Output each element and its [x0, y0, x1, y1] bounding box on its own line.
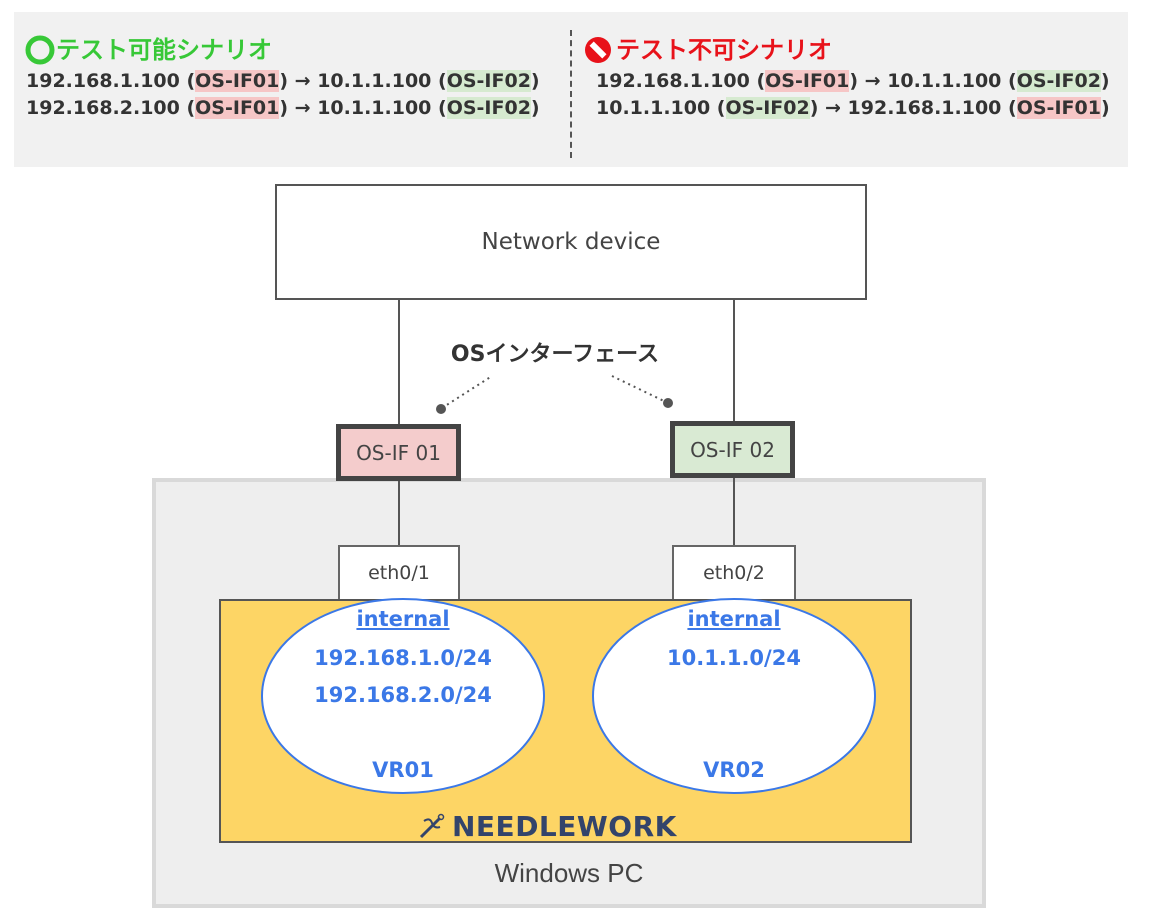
impossible-scenario-title: テスト不可シナリオ [582, 34, 832, 66]
scenario-text: 192.168.1.100 ( [26, 70, 196, 92]
scenario-text: ) [530, 70, 540, 92]
os-if-01-box: OS-IF 01 [336, 424, 461, 481]
possible-scenario-rows: 192.168.1.100 (OS-IF01) → 10.1.1.100 (OS… [26, 68, 540, 122]
vr01-name: VR01 [372, 758, 434, 782]
scenario-text: ) [530, 97, 540, 119]
vr01-internal-link[interactable]: internal [356, 607, 450, 631]
possible-scenario-row: 192.168.2.100 (OS-IF01) → 10.1.1.100 (OS… [26, 95, 540, 122]
os-if-02-label: OS-IF 02 [690, 437, 775, 462]
scenario-text: 192.168.2.100 ( [26, 97, 196, 119]
eth0-2-port: eth0/2 [672, 545, 796, 601]
needlework-logo: NEEDLEWORK [418, 810, 718, 843]
interface-tag: OS-IF02 [1016, 70, 1101, 92]
vr01-ellipse [261, 598, 545, 794]
scenario-text: ) [1100, 70, 1110, 92]
pointer-dot-osif01 [436, 404, 446, 414]
windows-pc-label: Windows PC [494, 858, 644, 888]
os-interface-label: OSインターフェース [450, 342, 660, 367]
possible-scenario-row: 192.168.1.100 (OS-IF01) → 10.1.1.100 (OS… [26, 68, 540, 95]
scenario-text: 192.168.1.100 ( [596, 70, 766, 92]
os-if-02-box: OS-IF 02 [670, 421, 795, 478]
pointer-dot-osif02 [663, 398, 673, 408]
eth0-1-label: eth0/1 [368, 562, 430, 584]
interface-tag: OS-IF01 [195, 70, 280, 92]
os-if-01-label: OS-IF 01 [356, 440, 441, 465]
vr02-internal-link[interactable]: internal [687, 607, 781, 631]
impossible-scenario-row: 10.1.1.100 (OS-IF02) → 192.168.1.100 (OS… [596, 95, 1110, 122]
possible-scenario-title-text: テスト可能シナリオ [56, 36, 272, 64]
interface-tag: OS-IF02 [446, 70, 531, 92]
interface-tag: OS-IF02 [446, 97, 531, 119]
scenario-text: ) → 10.1.1.100 ( [279, 97, 447, 119]
pointer-osif01 [441, 375, 493, 409]
interface-tag: OS-IF01 [1016, 97, 1101, 119]
needlework-label: NEEDLEWORK [452, 810, 677, 843]
eth0-1-port: eth0/1 [338, 545, 460, 601]
vr02-ellipse [592, 598, 876, 794]
scenario-text: ) → 10.1.1.100 ( [849, 70, 1017, 92]
vr02-name: VR02 [703, 758, 765, 782]
impossible-scenario-rows: 192.168.1.100 (OS-IF01) → 10.1.1.100 (OS… [596, 68, 1110, 122]
possible-scenario-title: テスト可能シナリオ [24, 34, 272, 66]
impossible-scenario-title-text: テスト不可シナリオ [616, 36, 832, 64]
interface-tag: OS-IF01 [765, 70, 850, 92]
eth0-2-label: eth0/2 [703, 562, 765, 584]
scenario-text: 10.1.1.100 ( [596, 97, 726, 119]
needle-icon [419, 813, 445, 838]
impossible-scenario-row: 192.168.1.100 (OS-IF01) → 10.1.1.100 (OS… [596, 68, 1110, 95]
scenario-divider [570, 30, 572, 158]
vr01-subnet-2: 192.168.2.0/24 [314, 683, 492, 707]
scenario-text: ) → 192.168.1.100 ( [809, 97, 1017, 119]
scenario-text: ) → 10.1.1.100 ( [279, 70, 447, 92]
vr01-subnet-1: 192.168.1.0/24 [314, 646, 492, 670]
network-device-box: Network device [275, 184, 867, 300]
circle-ok-icon [25, 35, 55, 65]
interface-tag: OS-IF02 [725, 97, 810, 119]
interface-tag: OS-IF01 [195, 97, 280, 119]
vr02-subnet-1: 10.1.1.0/24 [667, 646, 801, 670]
no-entry-icon [585, 37, 611, 63]
network-device-label: Network device [481, 229, 661, 255]
pointer-osif02 [611, 375, 667, 403]
scenario-text: ) [1100, 97, 1110, 119]
